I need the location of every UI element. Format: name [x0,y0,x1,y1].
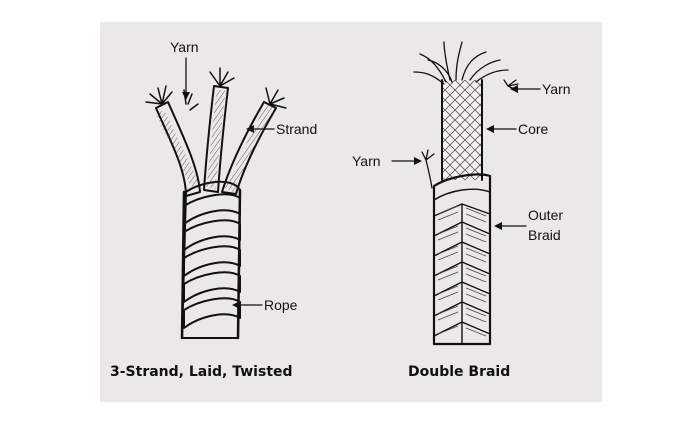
yarn-strand-outer [421,149,435,189]
caption-three-strand: 3-Strand, Laid, Twisted [110,364,293,380]
label-yarn-side: Yarn [352,153,381,169]
label-yarn-top: Yarn [542,81,571,97]
arrowhead-yarn-left [182,92,190,100]
double-braid-illustration [413,41,519,346]
label-core: Core [518,121,549,137]
label-outer: Outer [528,207,563,223]
frayed-core-top [413,41,509,85]
three-strand-rope-illustration [145,67,287,340]
label-rope: Rope [264,297,298,313]
arrowhead-core [486,125,494,133]
caption-double-braid: Double Braid [408,364,510,380]
label-strand: Strand [276,121,317,137]
yarn-tuft-core [503,79,519,91]
strand-left [155,101,201,197]
core [441,79,483,181]
strand-middle [203,85,229,193]
arrowhead-strand [246,125,254,133]
label-yarn-left: Yarn [170,39,199,55]
arrowhead-outer-braid [494,222,502,230]
twisted-rope-body [180,180,242,340]
strand-right [221,101,277,195]
arrowhead-yarn-top [510,85,518,93]
outer-braid [432,173,492,346]
arrowhead-rope [232,301,240,309]
label-braid: Braid [528,227,561,243]
arrowhead-yarn-side [414,157,422,165]
